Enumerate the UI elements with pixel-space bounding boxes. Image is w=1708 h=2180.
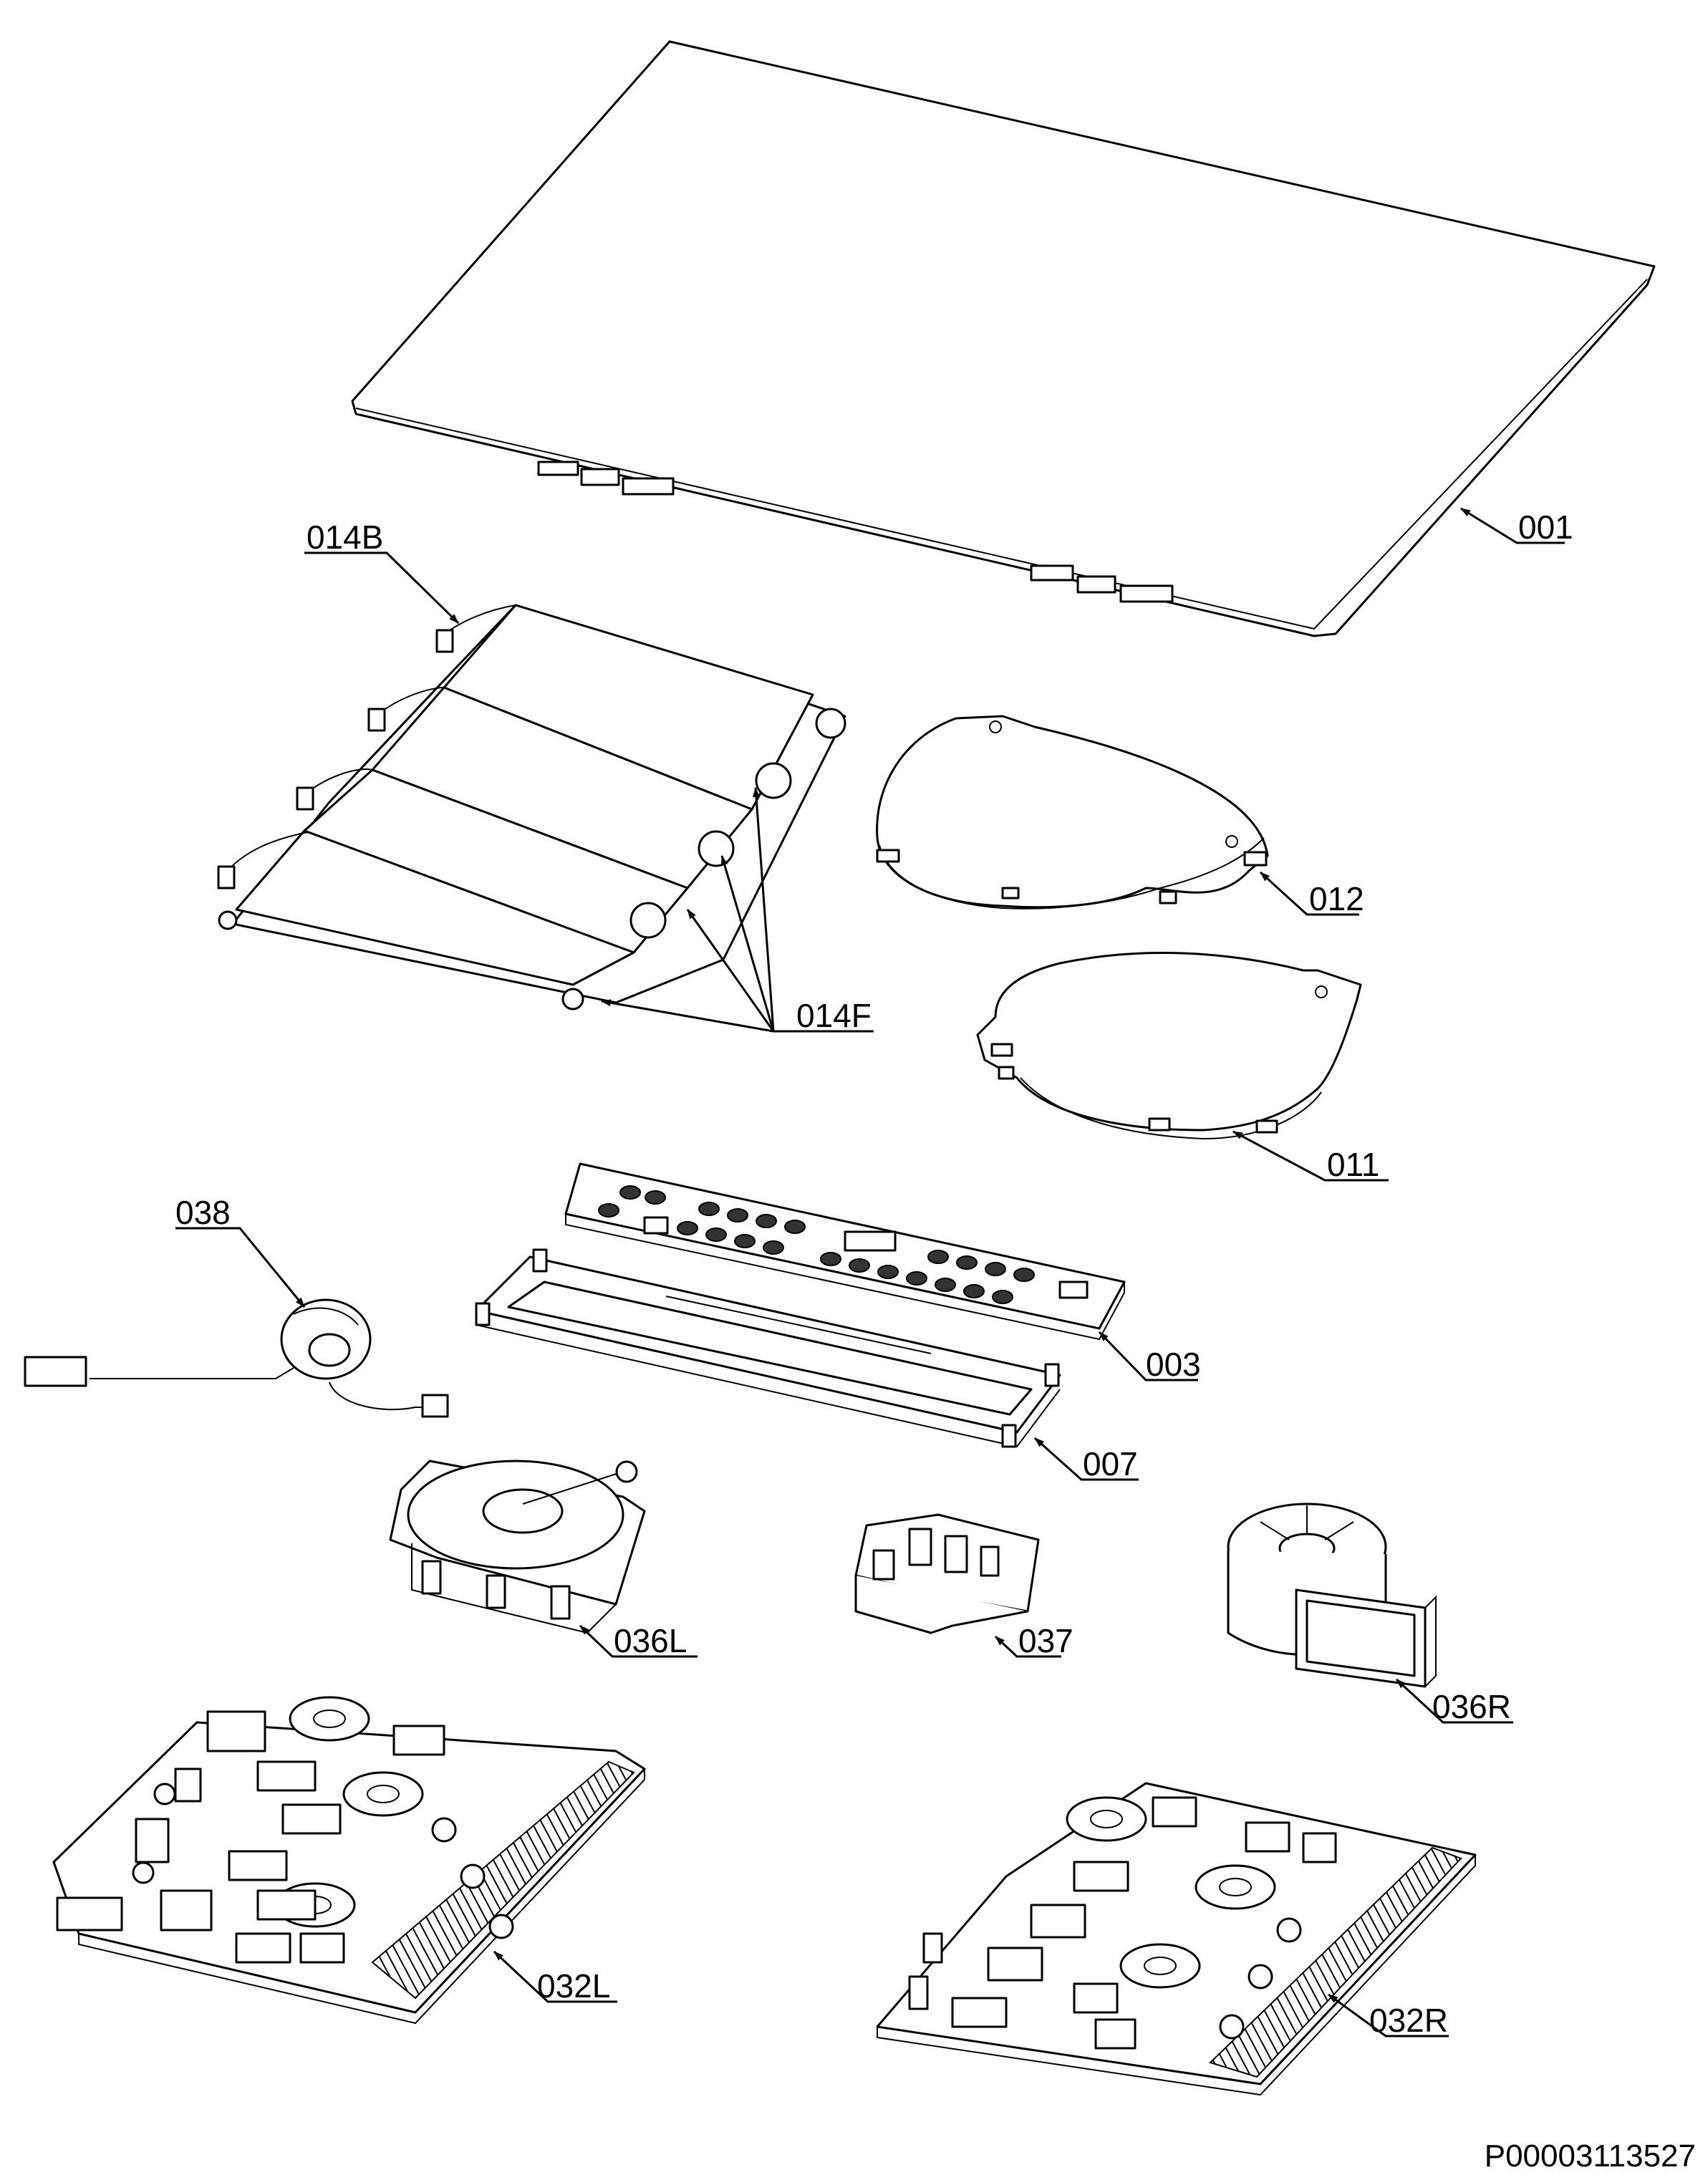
part-038-filter-cable bbox=[24, 1298, 449, 1418]
part-007-frame bbox=[475, 1248, 1061, 1448]
callout-001: 001 bbox=[1518, 508, 1573, 546]
document-id: P00003113527 bbox=[1485, 2138, 1696, 2174]
part-011-coil-plate bbox=[976, 952, 1362, 1140]
callout-036R: 036R bbox=[1432, 1688, 1511, 1725]
part-032L-power-board bbox=[52, 1696, 646, 2025]
callout-014B: 014B bbox=[307, 519, 383, 556]
callout-014F: 014F bbox=[796, 997, 872, 1034]
part-014-coil-assembly bbox=[217, 604, 846, 1011]
leader-lines bbox=[175, 507, 1565, 2037]
part-032R-power-board bbox=[876, 1782, 1477, 2096]
callout-011: 011 bbox=[1327, 1146, 1379, 1183]
part-037-terminal-block bbox=[854, 1513, 1040, 1634]
callout-038: 038 bbox=[175, 1194, 231, 1231]
callout-037: 037 bbox=[1018, 1622, 1073, 1659]
callout-labels: 001 014B 012 014F 011 038 003 007 036L 0… bbox=[175, 508, 1573, 2039]
part-036R-fan bbox=[1227, 1503, 1437, 1688]
callout-032R: 032R bbox=[1369, 2002, 1448, 2039]
part-036L-fan bbox=[389, 1460, 646, 1634]
part-001-glass-top bbox=[351, 40, 1656, 637]
callout-036L: 036L bbox=[614, 1622, 687, 1659]
part-012-coil-plate bbox=[876, 715, 1269, 910]
callout-032L: 032L bbox=[537, 1967, 610, 2005]
part-003-control-board bbox=[564, 1162, 1126, 1341]
callout-003: 003 bbox=[1146, 1346, 1201, 1383]
callout-007: 007 bbox=[1083, 1445, 1138, 1482]
callout-012: 012 bbox=[1309, 880, 1364, 917]
